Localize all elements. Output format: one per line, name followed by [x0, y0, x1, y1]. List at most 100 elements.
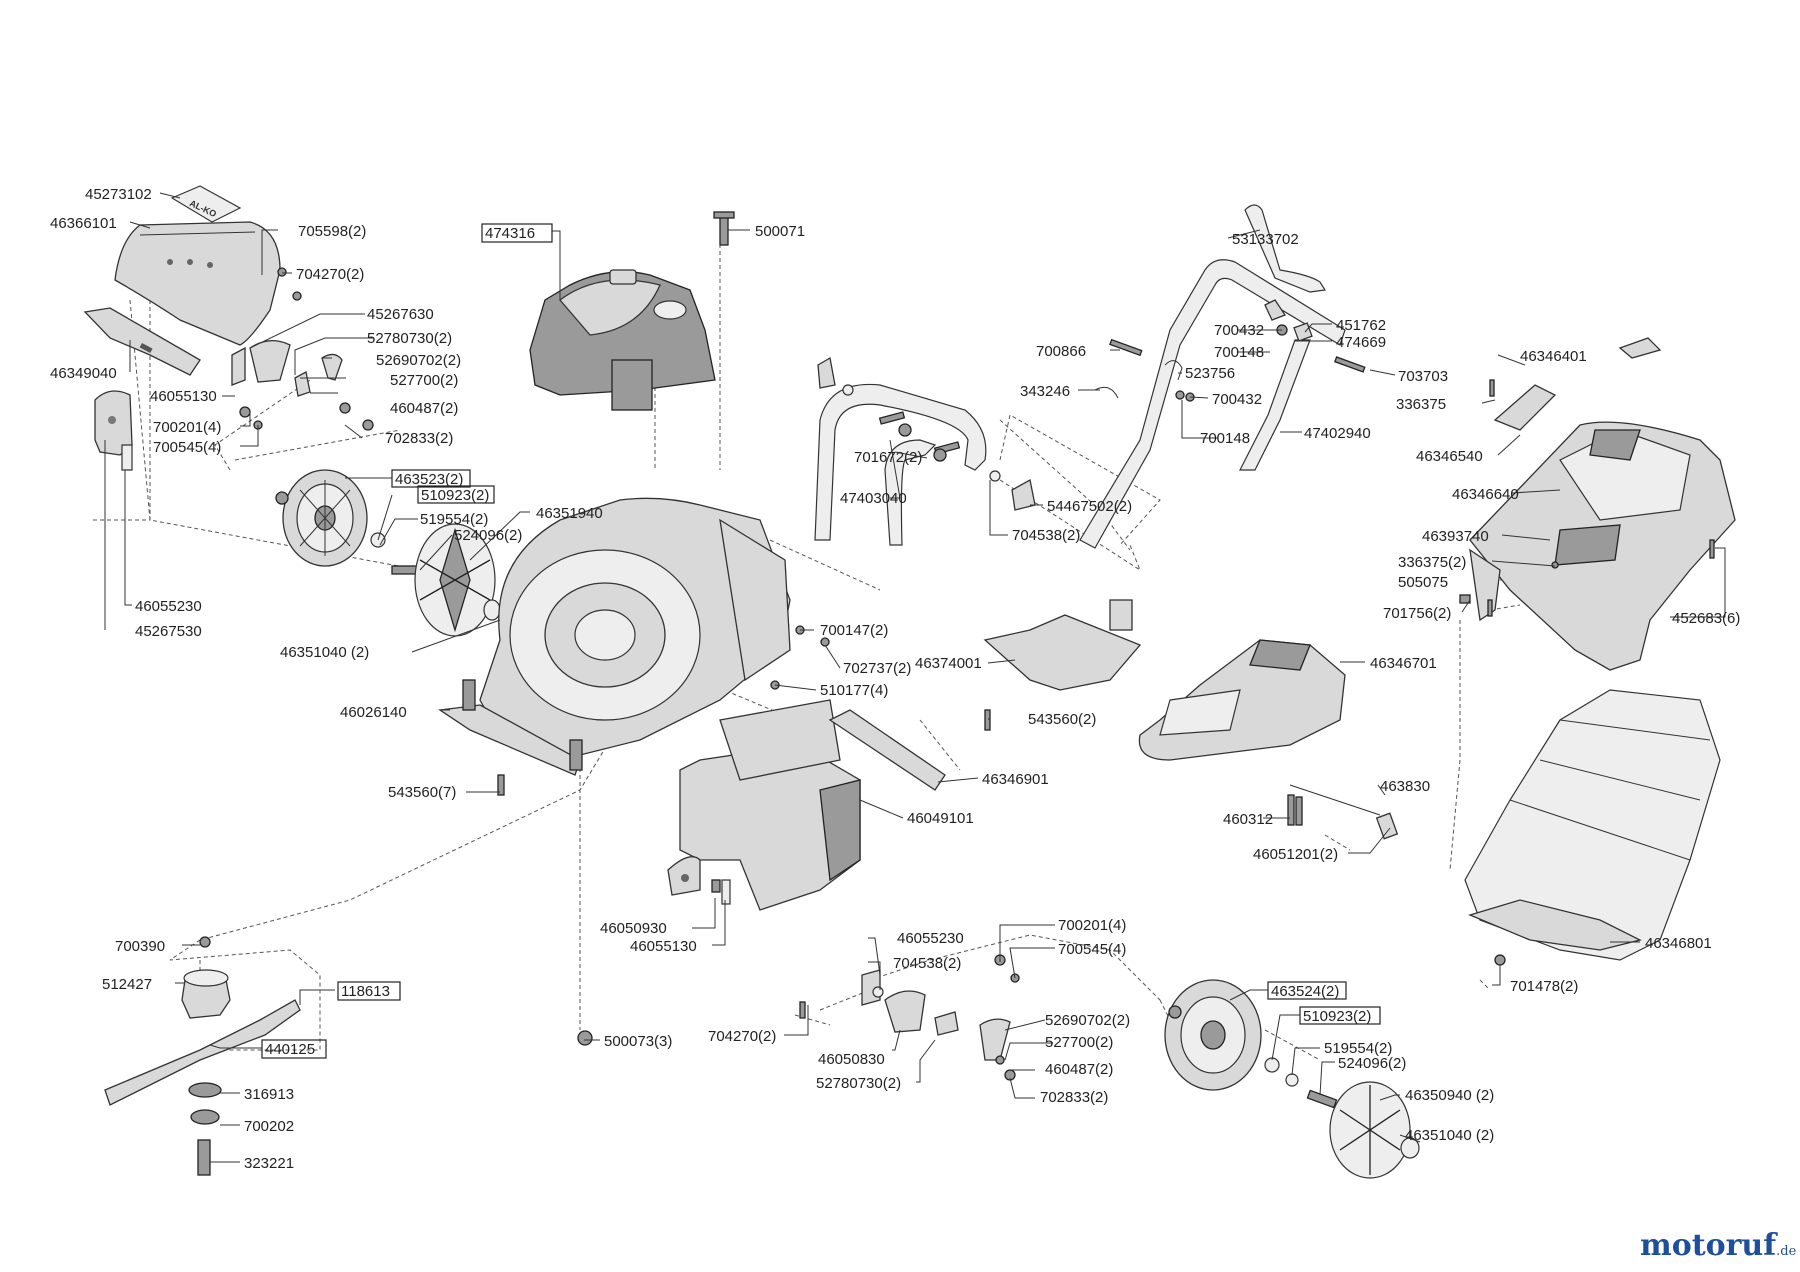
- label-524096-top: 524096(2): [454, 527, 522, 544]
- label-45267530: 45267530: [135, 623, 202, 640]
- label-46374001: 46374001: [915, 655, 982, 672]
- label-46366101: 46366101: [50, 215, 117, 232]
- label-512427: 512427: [102, 976, 152, 993]
- label-53133702: 53133702: [1232, 231, 1299, 248]
- label-702833-top: 702833(2): [385, 430, 453, 447]
- label-474316: 474316: [485, 225, 535, 242]
- engine-bolt: [719, 214, 729, 246]
- label-700147: 700147(2): [820, 622, 888, 639]
- label-46349040: 46349040: [50, 365, 117, 382]
- label-336375-top: 336375: [1396, 396, 1446, 413]
- label-523756: 523756: [1185, 365, 1235, 382]
- label-440125: 440125: [265, 1041, 315, 1058]
- mower-deck-part: [479, 497, 791, 761]
- label-463523: 463523(2): [395, 471, 463, 488]
- catcher-bag-part: [1464, 689, 1721, 961]
- label-46055130-mid: 46055130: [630, 938, 697, 955]
- label-703703: 703703: [1398, 368, 1448, 385]
- watermark-brand: motoruf: [1640, 1228, 1777, 1263]
- catcher-handle-part: [1489, 337, 1662, 431]
- lower-handle-part: [814, 383, 987, 546]
- leader-lines: [104, 192, 1726, 1163]
- catcher-frame-part: [1469, 421, 1736, 671]
- key-700390: [199, 936, 211, 948]
- badge-part: AL-KO: [170, 185, 242, 223]
- label-46049101: 46049101: [907, 810, 974, 827]
- label-700201-bot: 700201(4): [1058, 917, 1126, 934]
- label-54467502: 54467502(2): [1047, 498, 1132, 515]
- label-451762: 451762: [1336, 317, 1386, 334]
- label-46350940: 46350940 (2): [1405, 1087, 1494, 1104]
- label-46346401: 46346401: [1520, 348, 1587, 365]
- label-46351940: 46351940: [536, 505, 603, 522]
- washer-700202: [190, 1109, 220, 1125]
- front-axle-part: [438, 679, 583, 776]
- part-number-labels: 45273102 46366101 705598(2) 704270(2) 45…: [50, 186, 1740, 1172]
- cable-clip-343246: [1094, 386, 1119, 399]
- label-452683: 452683(6): [1672, 610, 1740, 627]
- label-519554-bot: 519554(2): [1324, 1040, 1392, 1057]
- blade-adapter-part: [181, 969, 231, 1019]
- label-463524: 463524(2): [1271, 983, 1339, 1000]
- label-510177: 510177(4): [820, 682, 888, 699]
- blade-part: [104, 999, 301, 1106]
- label-46050930: 46050930: [600, 920, 667, 937]
- label-700148-top: 700148: [1214, 344, 1264, 361]
- catcher-cover-part: [1138, 639, 1346, 761]
- label-46346901: 46346901: [982, 771, 1049, 788]
- label-705598: 705598(2): [298, 223, 366, 240]
- label-704270-bot: 704270(2): [708, 1028, 776, 1045]
- label-46026140: 46026140: [340, 704, 407, 721]
- label-519554-top: 519554(2): [420, 511, 488, 528]
- handle-clamps: [817, 356, 1036, 511]
- label-700545-top: 700545(4): [153, 439, 221, 456]
- hub-nut-left: [275, 491, 289, 505]
- label-500071: 500071: [755, 223, 805, 240]
- small-brackets-top: [231, 267, 374, 431]
- label-46055130-top: 46055130: [150, 388, 217, 405]
- label-46351040-top: 46351040 (2): [280, 644, 369, 661]
- label-700390: 700390: [115, 938, 165, 955]
- label-47402940: 47402940: [1304, 425, 1371, 442]
- label-52690702-bot: 52690702(2): [1045, 1012, 1130, 1029]
- watermark-suffix: .de: [1776, 1244, 1797, 1259]
- label-700866: 700866: [1036, 343, 1086, 360]
- mulch-plug-part: [983, 599, 1142, 691]
- label-46346701: 46346701: [1370, 655, 1437, 672]
- label-46346640: 46346640: [1452, 486, 1519, 503]
- label-701478: 701478(2): [1510, 978, 1578, 995]
- rear-wheel-right-part: [1164, 979, 1262, 1091]
- label-701672: 701672(2): [854, 449, 922, 466]
- label-500073: 500073(3): [604, 1033, 672, 1050]
- label-45273102: 45273102: [85, 186, 152, 203]
- label-704270-top: 704270(2): [296, 266, 364, 283]
- hub-cap-left-part: [414, 523, 496, 637]
- bolt-323221: [197, 1139, 211, 1176]
- label-700202: 700202: [244, 1118, 294, 1135]
- watermark-logo: motoruf.de: [1640, 1228, 1796, 1263]
- label-46050830: 46050830: [818, 1051, 885, 1068]
- height-adjust-right-part: [799, 954, 1020, 1081]
- label-702737: 702737(2): [843, 660, 911, 677]
- label-700432-bot: 700432: [1212, 391, 1262, 408]
- side-bracket-rear-part: [667, 856, 731, 905]
- label-510923-top: 510923(2): [421, 487, 489, 504]
- label-316913: 316913: [244, 1086, 294, 1103]
- label-510923-bot: 510923(2): [1303, 1008, 1371, 1025]
- engine-part: [529, 269, 716, 411]
- label-460487-top: 460487(2): [390, 400, 458, 417]
- label-46055230-bot: 46055230: [897, 930, 964, 947]
- label-704538-bot: 704538(2): [893, 955, 961, 972]
- hub-cap-right-part: [1329, 1081, 1411, 1179]
- label-543560-deck: 543560(7): [388, 784, 456, 801]
- label-46051201: 46051201(2): [1253, 846, 1338, 863]
- label-46346540: 46346540: [1416, 448, 1483, 465]
- label-46351040-bot: 46351040 (2): [1405, 1127, 1494, 1144]
- label-52690702-top: 52690702(2): [376, 352, 461, 369]
- label-463830: 463830: [1380, 778, 1430, 795]
- label-527700-bot: 527700(2): [1045, 1034, 1113, 1051]
- nut-500073: [577, 1030, 593, 1046]
- washer-316913: [188, 1082, 222, 1098]
- label-701756: 701756(2): [1383, 605, 1451, 622]
